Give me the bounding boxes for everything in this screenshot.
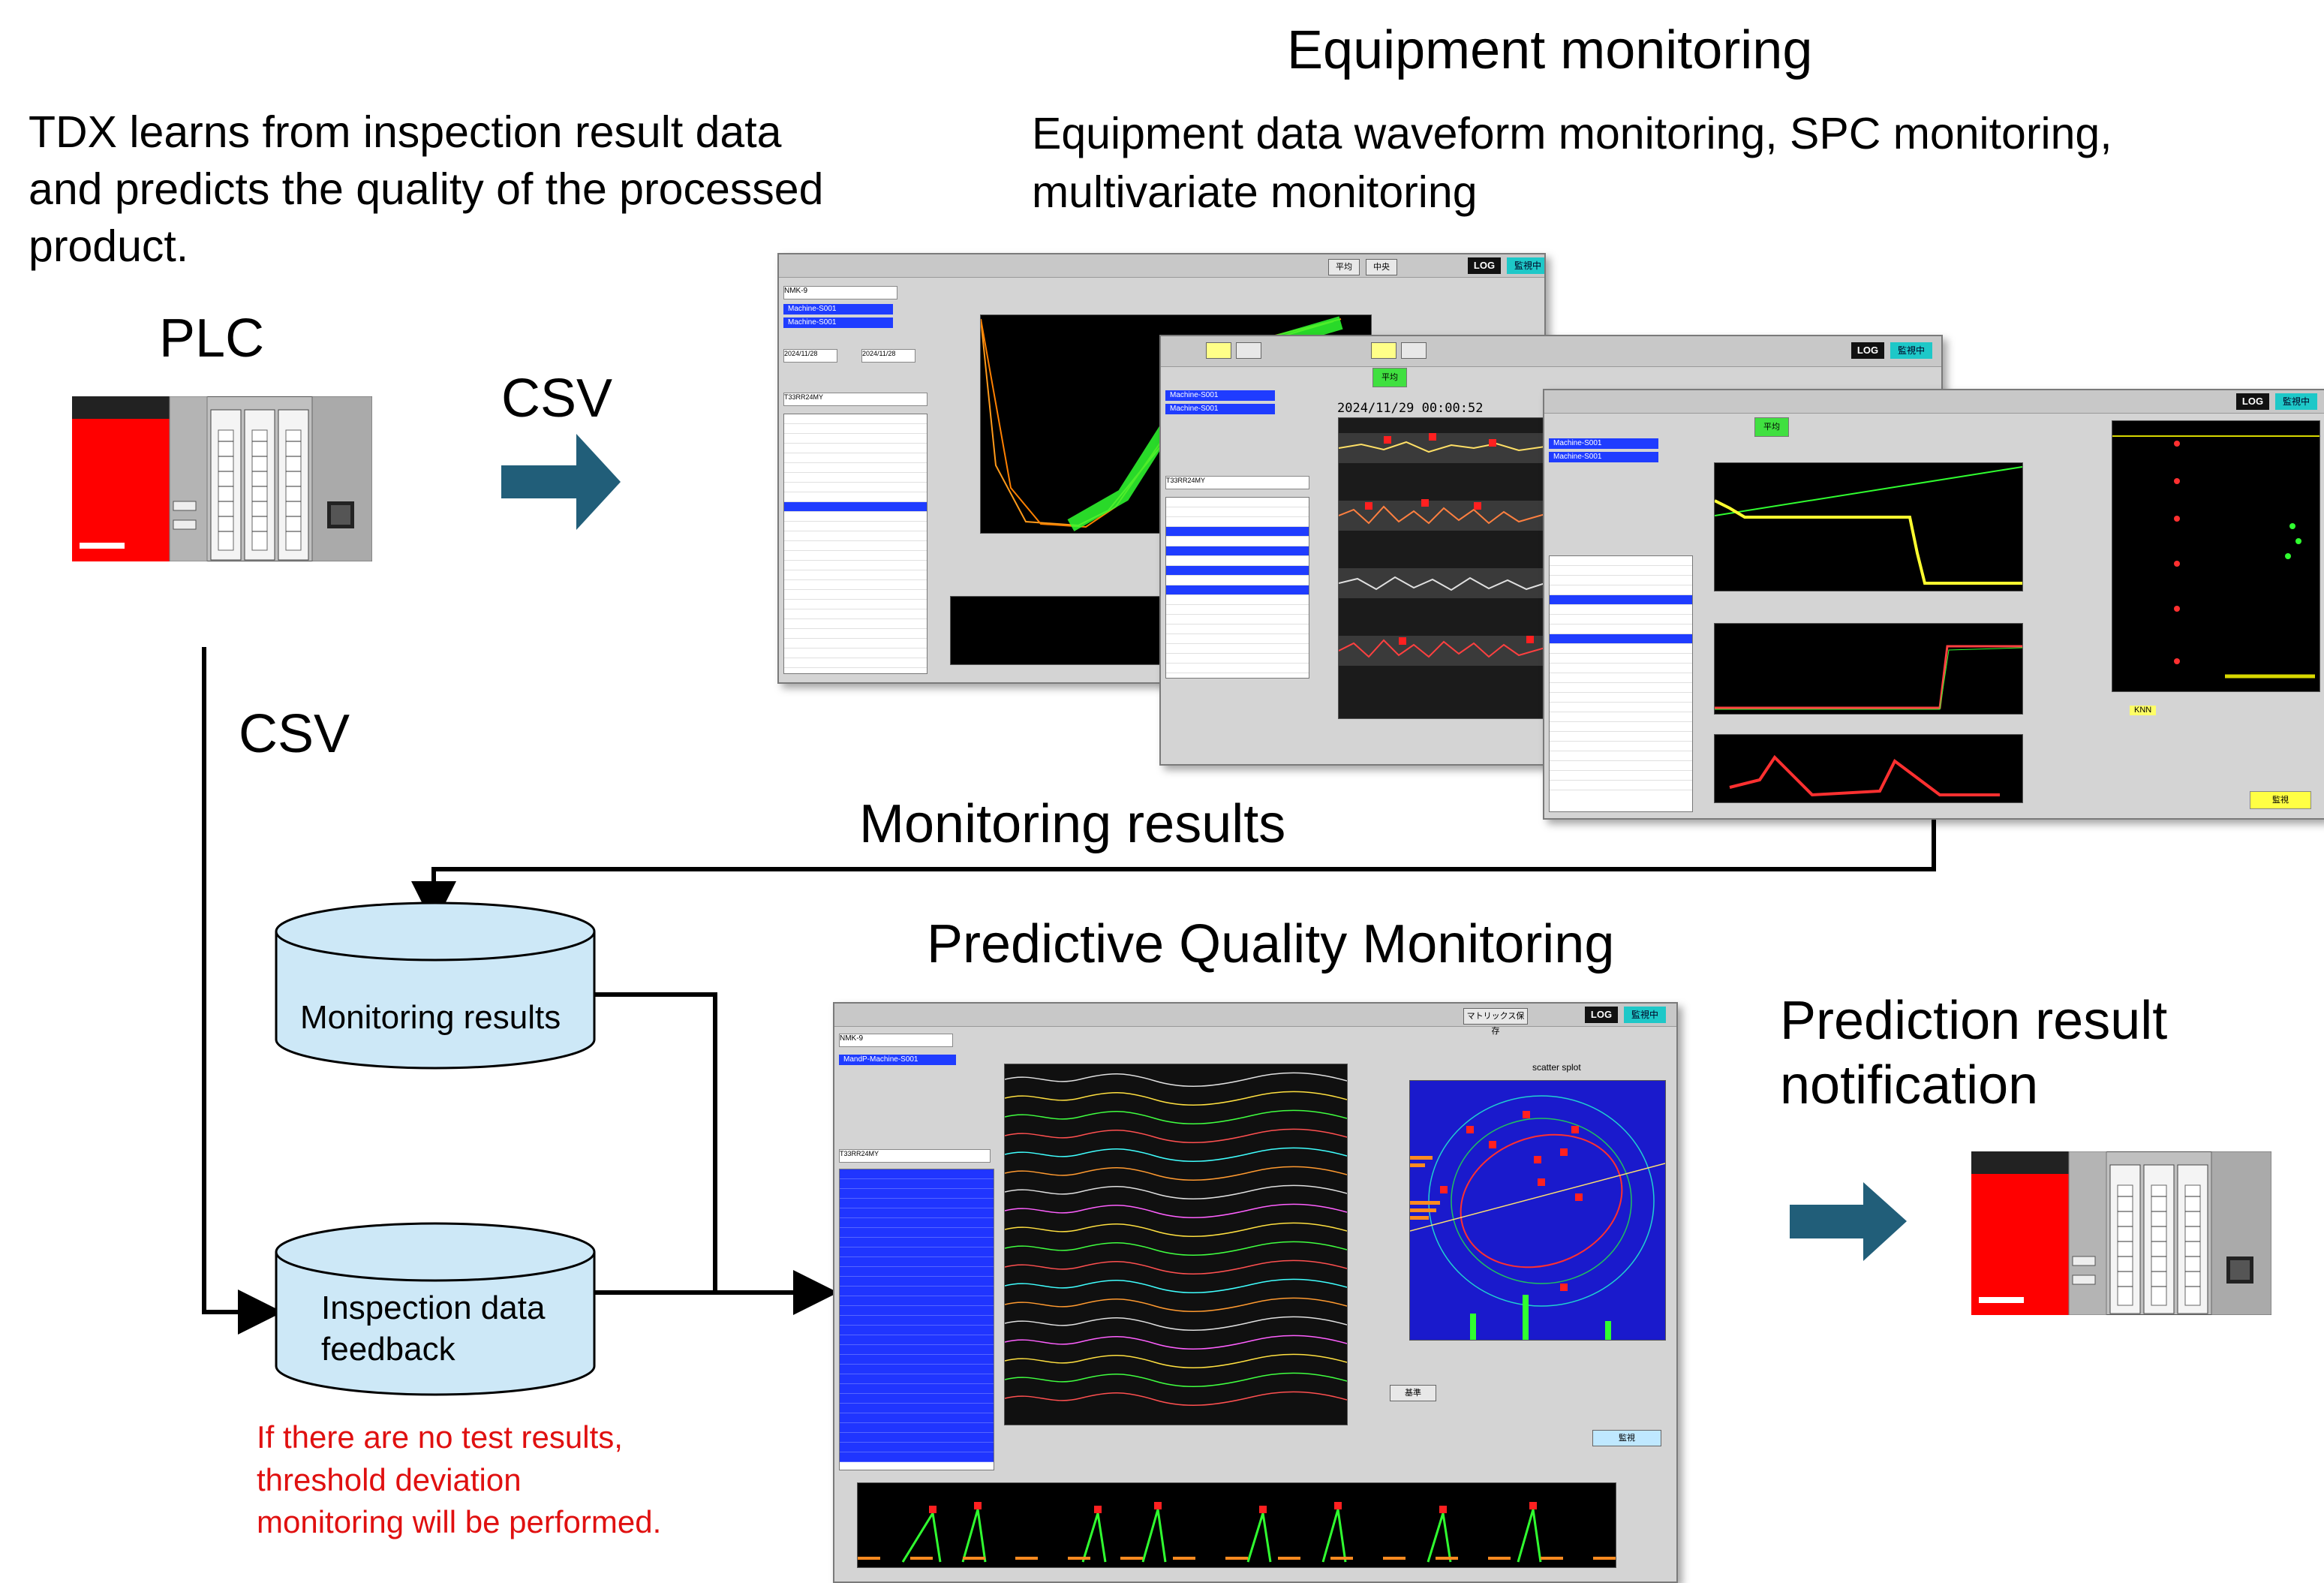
screen4-bottom-trend[interactable]: [857, 1482, 1616, 1568]
monitoring-results-line: [411, 807, 1936, 926]
csv-left-label: CSV: [239, 704, 350, 764]
screen3-step-svg: [1715, 645, 2022, 710]
screen4-multi-waveform[interactable]: [1004, 1064, 1348, 1425]
screen3-trend-svg: [1729, 754, 2000, 797]
screen2-toolbar: [1161, 336, 1941, 367]
screen2-tool-1[interactable]: [1206, 342, 1231, 359]
screen3-trend-plot[interactable]: [1714, 734, 2023, 803]
screen4-log-badge[interactable]: LOG: [1585, 1007, 1618, 1023]
monitoring-results-db-shape: [275, 901, 596, 1070]
screen1-unit-field[interactable]: NMK-9: [783, 286, 897, 299]
screen3-monitor-badge[interactable]: 監視中: [2275, 393, 2317, 410]
screen3-knn-tag[interactable]: KNN: [2130, 706, 2157, 716]
screen2-timestamp: 2024/11/29 00:00:52: [1337, 401, 1484, 416]
screen2-product-field[interactable]: T33RR24MY: [1165, 476, 1309, 489]
screen4-unit-field[interactable]: NMK-9: [839, 1034, 953, 1047]
threshold-note: If there are no test results, threshold …: [257, 1419, 662, 1540]
notification-block-arrow: [1790, 1182, 1907, 1261]
screen4-start-button[interactable]: 監視: [1592, 1430, 1661, 1446]
screen4-toolbar: [834, 1004, 1676, 1027]
screen1-machine-tag[interactable]: Machine-S001: [783, 304, 893, 314]
monitoring-results-label: Monitoring results: [859, 794, 1286, 854]
monitoring-db-to-predictive-line: [594, 992, 717, 1293]
screen1-center-button[interactable]: 中央: [1366, 259, 1397, 275]
screen2-machine-tag-2[interactable]: Machine-S001: [1165, 404, 1275, 414]
screen4-multi-waveform-svg: [1005, 1072, 1347, 1406]
predictive-quality-title: Predictive Quality Monitoring: [927, 914, 1615, 974]
screen4-scatter-title: scatter splot: [1532, 1062, 1581, 1073]
screen3-step-plot[interactable]: [1714, 623, 2023, 715]
inspection-db-label: Inspection data feedback: [321, 1290, 546, 1368]
screen2-log-badge[interactable]: LOG: [1851, 342, 1884, 359]
screen4-base-button[interactable]: 基準: [1390, 1385, 1436, 1401]
csv-top-label: CSV: [501, 369, 613, 429]
screen4-matrix-save-button[interactable]: マトリックス保存: [1463, 1008, 1528, 1036]
screen3-log-badge[interactable]: LOG: [2236, 393, 2269, 410]
screen3-start-button[interactable]: 監視: [2250, 791, 2311, 809]
screen1-monitor-badge[interactable]: 監視中: [1507, 257, 1544, 274]
screen4-variable-list[interactable]: [839, 1169, 994, 1470]
screen1-toolbar: [779, 254, 1544, 278]
screen1-to-date[interactable]: 2024/11/28: [861, 349, 915, 363]
screen4-product-field[interactable]: T33RR24MY: [839, 1149, 991, 1163]
screen2-tool-2[interactable]: [1236, 342, 1261, 359]
screen3-snap-svg: [1715, 466, 2022, 585]
screen3-snap-waveform[interactable]: [1714, 462, 2023, 591]
screen3-knn-svg: [2112, 435, 2319, 679]
equipment-monitoring-subtitle: Equipment data waveform monitoring, SPC …: [1032, 109, 2112, 217]
screen2-signal-list[interactable]: [1165, 497, 1309, 679]
screen1-machine-tag-2[interactable]: Machine-S001: [783, 318, 893, 328]
screen2-tool-4[interactable]: [1401, 342, 1427, 359]
prediction-notification-title: Prediction result notification: [1780, 991, 2168, 1116]
plc-device-top: [72, 396, 372, 561]
monitoring-results-db-label: Monitoring results: [300, 999, 561, 1036]
screen3-toolbar: [1544, 390, 2324, 414]
tdx-description: TDX learns from inspection result data a…: [29, 107, 824, 272]
plc-device-bottom: [1971, 1151, 2271, 1315]
predictive-quality-screen: マトリックス保存 LOG 監視中 NMK-9 MandP-Machine-S00…: [833, 1002, 1678, 1583]
screen2-avg-button[interactable]: 平均: [1372, 368, 1407, 387]
screen4-scatter-svg: [1410, 1095, 1665, 1340]
screen2-spc-plot[interactable]: [1338, 417, 1546, 719]
screen3-signal-list[interactable]: [1549, 555, 1693, 812]
screen4-machine-tag[interactable]: MandP-Machine-S001: [839, 1055, 956, 1065]
screen3-avg-button[interactable]: 平均: [1754, 417, 1789, 437]
screen2-tool-3[interactable]: [1371, 342, 1397, 359]
plc-label: PLC: [159, 308, 265, 369]
screen1-avg-button[interactable]: 平均: [1328, 259, 1360, 275]
equipment-screen-multivariate: 平均 LOG 監視中 Machine-S001 Machine-S001 KNN…: [1543, 389, 2324, 820]
screen4-scatter-plot[interactable]: [1409, 1080, 1666, 1341]
inspection-db-shape: [275, 1222, 596, 1396]
screen3-knn-plot[interactable]: [2112, 420, 2320, 692]
screen3-machine-tag[interactable]: Machine-S001: [1549, 438, 1658, 449]
screen1-log-badge[interactable]: LOG: [1468, 257, 1501, 274]
screen2-monitor-badge[interactable]: 監視中: [1890, 342, 1932, 359]
screen1-product-field[interactable]: T33RR24MY: [783, 393, 927, 406]
screen1-signal-list[interactable]: [783, 414, 927, 674]
csv-line-plc-to-inspection: [202, 647, 283, 1335]
screen3-machine-tag-2[interactable]: Machine-S001: [1549, 452, 1658, 462]
equipment-monitoring-title: Equipment monitoring: [1287, 20, 1813, 80]
screen2-spc-svg: [1339, 433, 1545, 666]
screen4-bottom-trend-svg: [858, 1502, 1616, 1563]
csv-block-arrow: [501, 434, 621, 530]
screen4-monitor-badge[interactable]: 監視中: [1624, 1007, 1666, 1023]
screen1-from-date[interactable]: 2024/11/28: [783, 349, 837, 363]
screen2-machine-tag[interactable]: Machine-S001: [1165, 390, 1275, 401]
